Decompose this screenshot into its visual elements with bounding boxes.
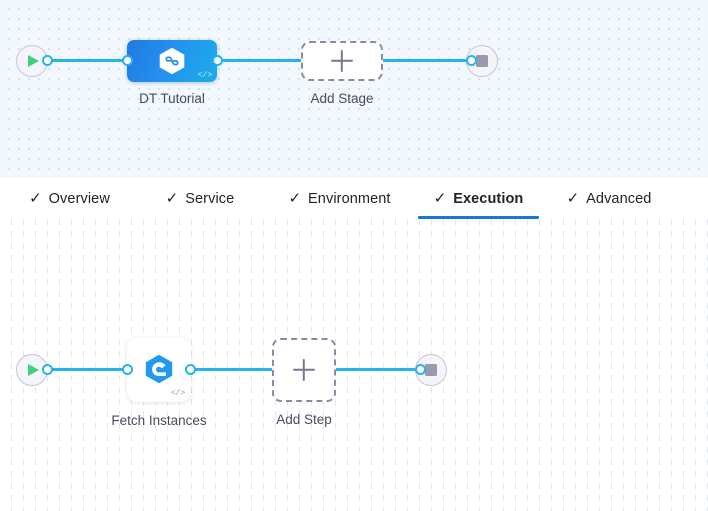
edge-start-to-step xyxy=(46,368,130,371)
tab-label: Environment xyxy=(308,190,391,207)
tab-label: Overview xyxy=(48,190,110,207)
check-icon: ✓ xyxy=(433,190,447,207)
plus-icon xyxy=(293,359,315,381)
edge-stage-to-add-stage xyxy=(215,59,303,62)
tab-label: Service xyxy=(185,190,235,207)
edge-add-stage-to-end xyxy=(381,59,471,62)
pipeline-start-output-port[interactable] xyxy=(42,55,53,66)
stage-input-port[interactable] xyxy=(122,55,133,66)
add-stage-button[interactable] xyxy=(301,41,383,81)
play-icon xyxy=(28,364,39,376)
execution-end-input-port[interactable] xyxy=(415,364,426,375)
stage-output-port[interactable] xyxy=(212,55,223,66)
harness-hexagon-icon xyxy=(145,354,173,384)
edge-start-to-stage xyxy=(46,59,130,62)
edge-add-step-to-end xyxy=(334,368,420,371)
step-input-port[interactable] xyxy=(122,364,133,375)
add-step-button[interactable] xyxy=(272,338,336,402)
execution-steps-canvas[interactable]: </> Fetch Instances Add Step xyxy=(0,219,708,511)
stop-icon xyxy=(425,364,437,376)
step-node-fetch-instances[interactable]: </> xyxy=(127,338,191,402)
code-badge-icon: </> xyxy=(170,387,186,398)
check-icon: ✓ xyxy=(29,190,42,207)
add-stage-label: Add Stage xyxy=(310,91,374,106)
tab-label: Execution xyxy=(453,190,524,207)
execution-start-output-port[interactable] xyxy=(42,364,53,375)
add-step-label: Add Step xyxy=(276,412,332,427)
tab-advanced[interactable]: ✓ Advanced xyxy=(539,178,679,219)
check-icon: ✓ xyxy=(288,190,302,207)
harness-hexagon-icon xyxy=(159,47,185,75)
check-icon: ✓ xyxy=(566,190,580,207)
stop-icon xyxy=(476,55,488,67)
step-output-port[interactable] xyxy=(185,364,196,375)
play-icon xyxy=(28,55,39,67)
tab-environment[interactable]: ✓ Environment xyxy=(261,178,418,219)
tab-overview[interactable]: ✓ Overview xyxy=(0,178,139,219)
tab-execution[interactable]: ✓ Execution xyxy=(418,178,539,219)
check-icon: ✓ xyxy=(165,190,179,207)
active-tab-indicator xyxy=(418,216,539,219)
code-badge-icon: </> xyxy=(197,69,213,80)
stage-node-label: DT Tutorial xyxy=(139,91,205,106)
tab-label: Advanced xyxy=(586,190,652,207)
plus-icon xyxy=(331,50,353,72)
pipeline-canvas[interactable]: </> DT Tutorial Add Stage xyxy=(0,0,708,178)
pipeline-end-input-port[interactable] xyxy=(466,55,477,66)
grid-mask xyxy=(0,219,708,511)
stage-node-dt-tutorial[interactable]: </> xyxy=(127,40,217,82)
edge-step-to-add-step xyxy=(188,368,276,371)
section-tab-bar[interactable]: ✓ Overview ✓ Service ✓ Environment ✓ Exe… xyxy=(0,178,708,219)
step-node-label: Fetch Instances xyxy=(111,413,207,428)
tab-service[interactable]: ✓ Service xyxy=(139,178,261,219)
